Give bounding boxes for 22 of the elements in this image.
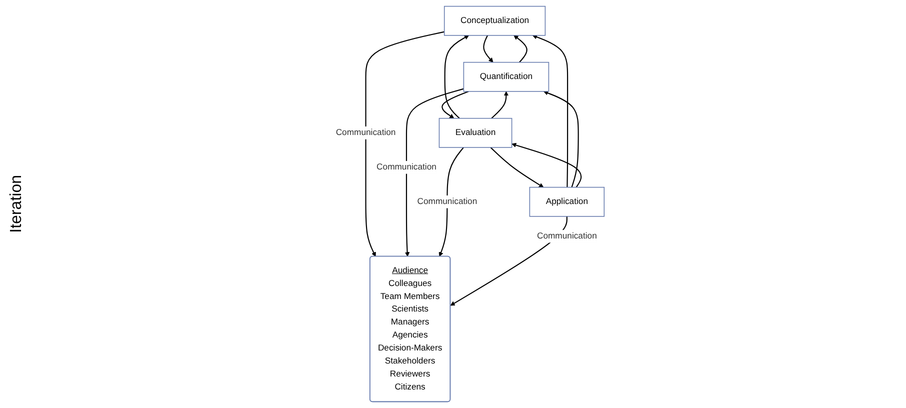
arrow: [532, 34, 568, 188]
arrow: [442, 90, 469, 119]
node-box: Conceptualization: [444, 6, 546, 36]
edge-label: Communication: [336, 128, 396, 138]
node-box: Application: [529, 186, 605, 217]
arrow: [438, 147, 464, 257]
node-box: Quantification: [463, 62, 550, 92]
arrow: [483, 35, 494, 63]
edge-label: Communication: [417, 196, 478, 206]
arrow: [512, 142, 582, 188]
arrow: [491, 91, 509, 119]
node-box: Evaluation: [438, 118, 512, 148]
arrow: [365, 31, 444, 257]
side-label: Iteration: [8, 175, 25, 233]
arrow: [444, 35, 470, 119]
edge-label: Communication: [376, 162, 436, 172]
arrow: [543, 90, 579, 188]
arrow: [490, 147, 544, 188]
arrow: [450, 216, 568, 306]
arrow: [404, 88, 464, 257]
edge-label: Communication: [536, 231, 597, 241]
arrow: [514, 35, 528, 63]
